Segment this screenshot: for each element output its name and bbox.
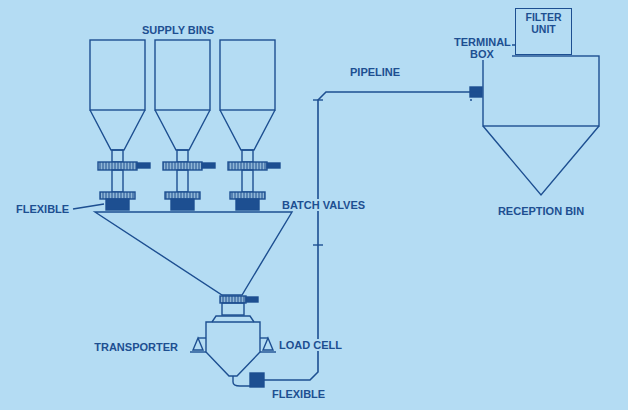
batch-valve (230, 192, 265, 199)
load-cell-arm (198, 337, 206, 338)
leader-line (73, 204, 104, 209)
bin-outlet (177, 150, 188, 162)
batch-valve (165, 192, 200, 199)
load-cell-base (190, 351, 206, 352)
collecting-hopper (95, 212, 292, 295)
flexible-joint (236, 199, 259, 210)
slide-valve (163, 162, 202, 170)
bin-body (483, 56, 599, 126)
transporter-vessel-node: TRANSPORTER (206, 303, 262, 383)
unit-name: FILTER UNIT (518, 12, 569, 35)
reception-bin-node: RECEPTION BIN (482, 55, 600, 225)
load-cell-symbol (263, 338, 273, 350)
outlet-bend (233, 376, 250, 386)
vessel-name: TRANSPORTER (94, 341, 178, 353)
supply-bin (220, 40, 275, 110)
supply-bin (90, 40, 145, 110)
pipeline (264, 92, 482, 380)
part-label: LOAD CELL (277, 339, 344, 351)
flexible-hose (250, 373, 264, 387)
supply-bin (155, 40, 210, 110)
bin-outlet (112, 150, 123, 162)
valve-actuator (246, 297, 258, 302)
vessel-name: RECEPTION BIN (482, 205, 600, 217)
bin-cone (90, 110, 145, 150)
batch-valve (100, 192, 135, 199)
load-cell-base (260, 351, 276, 352)
transporter-neck (222, 303, 244, 315)
hopper-valve (220, 296, 246, 303)
part-label: FLEXIBLE (14, 203, 71, 215)
part-label: SUPPLY BINS (140, 24, 216, 36)
flexible-joint (106, 199, 129, 210)
part-label: FLEXIBLE (270, 388, 327, 400)
slide-valve (228, 162, 267, 170)
part-label: TERMINAL BOX (452, 36, 512, 60)
slide-valve (98, 162, 137, 170)
bin-cone (220, 110, 275, 150)
transporter-dome (212, 316, 254, 322)
bin-downpipe (242, 170, 253, 192)
bin-cone (155, 110, 210, 150)
bin-outlet (242, 150, 253, 162)
load-cell-symbol (193, 338, 203, 350)
flexible-joint (171, 199, 194, 210)
bin-downpipe (112, 170, 123, 192)
load-cell-arm (260, 337, 268, 338)
edge-label: PIPELINE (348, 66, 402, 78)
valve-actuator (267, 163, 280, 168)
valve-actuator (137, 163, 150, 168)
part-label: BATCH VALVES (280, 199, 367, 211)
dash-mark (470, 99, 474, 100)
valve-actuator (202, 163, 215, 168)
bin-cone (483, 126, 599, 195)
reception-bin-outline (482, 55, 600, 225)
supply-bins (90, 40, 280, 210)
filter-unit-box: FILTER UNIT (515, 8, 572, 55)
transporter-vessel (206, 322, 260, 376)
bin-downpipe (177, 170, 188, 192)
